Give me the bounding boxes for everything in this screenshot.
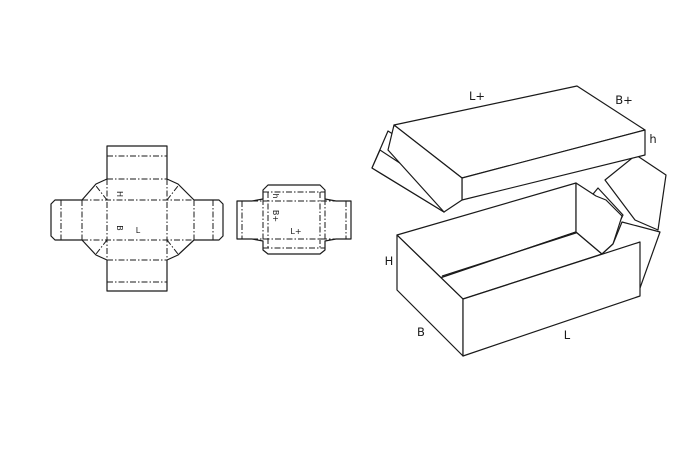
assembled-base-height-label: H xyxy=(385,254,394,268)
lid-dieline: h B+ L+ xyxy=(236,184,352,255)
assembled-lid-width-label: B+ xyxy=(615,93,633,107)
lid-back-flap-right xyxy=(604,154,667,231)
lid-left-face xyxy=(387,124,463,213)
lid-height-label: h xyxy=(271,193,280,198)
assembled-box: L+ B+ h H B L xyxy=(371,85,667,357)
base-height-label: H xyxy=(115,191,124,197)
base-corner-fold-tl xyxy=(95,185,108,201)
base-right-flap xyxy=(575,182,623,255)
assembled-lid-length-label: L+ xyxy=(469,89,485,103)
base-width-label: B xyxy=(115,225,124,231)
base-dieline: H B L xyxy=(50,145,224,292)
base-floor-line xyxy=(441,225,599,277)
lid-length-label: L+ xyxy=(290,227,301,236)
base-front-top-edge xyxy=(396,234,464,300)
base-corner-fold-br xyxy=(166,239,179,255)
base-corner-fold-bl xyxy=(95,239,108,255)
base-corner-fold-tr xyxy=(166,185,179,201)
assembled-base-length-label: L xyxy=(564,328,571,342)
lid-dieline-outline xyxy=(236,184,352,255)
lid-width-label: B+ xyxy=(271,210,280,222)
base-dieline-outline xyxy=(50,145,224,292)
base-front-face xyxy=(462,241,641,357)
assembled-lid-height-label: h xyxy=(649,132,656,146)
assembled-base-width-label: B xyxy=(417,325,425,339)
base-length-label: L xyxy=(136,226,141,235)
